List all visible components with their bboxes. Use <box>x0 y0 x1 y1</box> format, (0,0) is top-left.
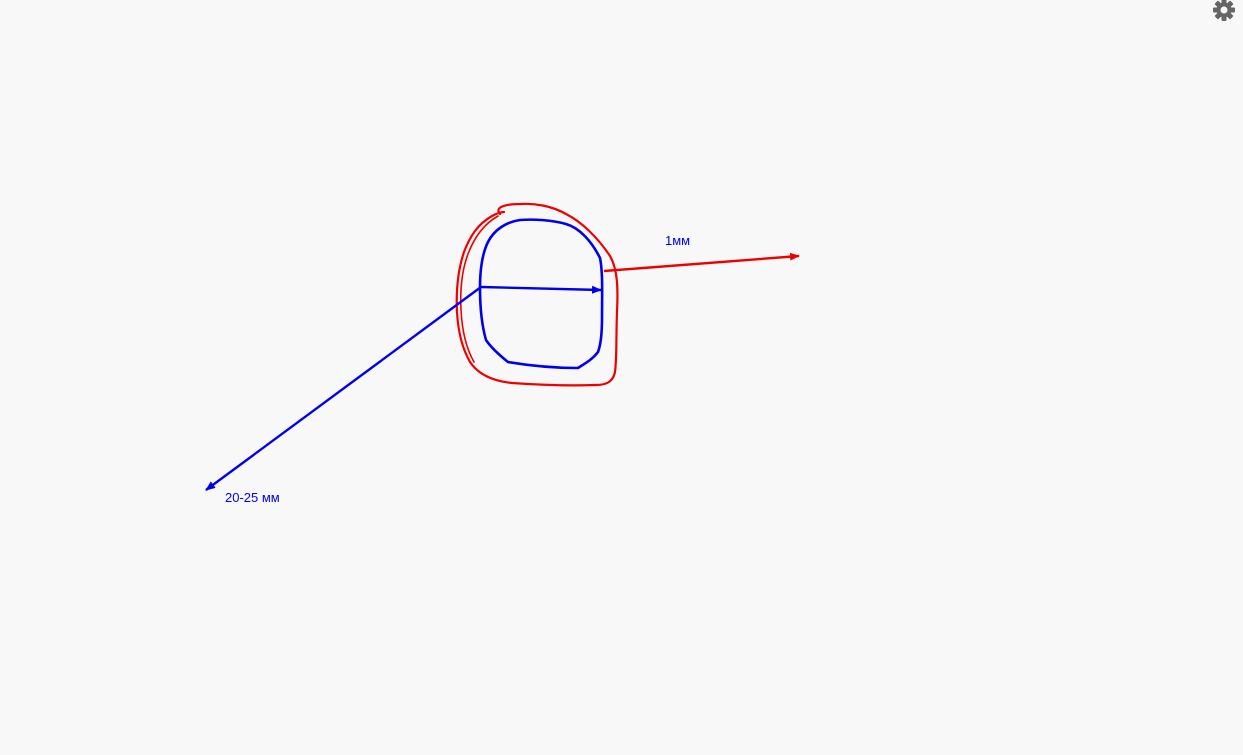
inner-contour <box>478 218 604 370</box>
outer-leader-arrow <box>603 252 800 273</box>
inner-radius-arrow <box>480 285 602 294</box>
inner-leader-arrow <box>205 286 482 491</box>
gear-icon <box>1213 0 1235 21</box>
inner-dimension-label: 20-25 мм <box>225 490 280 505</box>
outer-contour <box>455 202 619 387</box>
outer-contour-overdraw <box>459 215 499 363</box>
settings-button[interactable] <box>1211 0 1237 24</box>
outer-dimension-label: 1мм <box>665 233 691 248</box>
